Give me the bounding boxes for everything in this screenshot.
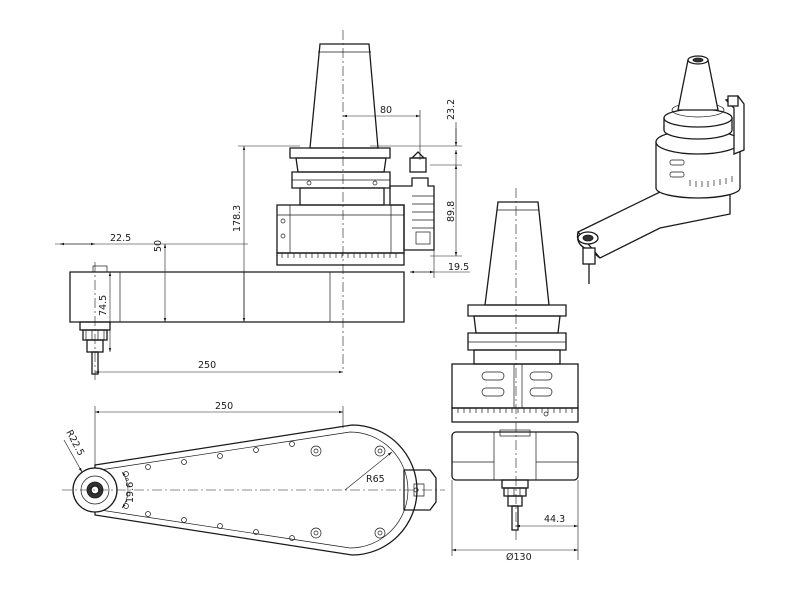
dim-tip-angle: 19.6°	[125, 477, 136, 503]
iso-scale	[689, 176, 733, 187]
dim-reach-top: 250	[215, 401, 233, 412]
front-dimensions: 44.3 Ø130	[451, 480, 579, 563]
front-view	[451, 188, 579, 540]
dim-diameter: Ø130	[506, 552, 532, 563]
dim-side-offset: 19.5	[448, 262, 469, 273]
dim-top-offset: 22.5	[110, 233, 131, 244]
dim-tip-radius: R22.5	[63, 428, 86, 458]
dim-reach-side: 250	[198, 360, 216, 371]
dim-tool-height: 74.5	[98, 295, 109, 316]
dim-block-height: 89.8	[446, 201, 457, 222]
front-scale-ticks	[457, 408, 573, 413]
dim-total-height: 178.3	[232, 205, 243, 232]
side-view	[69, 30, 435, 382]
isometric-view	[576, 55, 745, 284]
dim-body-radius: R65	[366, 474, 385, 485]
top-view	[62, 424, 445, 556]
scale-ticks	[281, 253, 397, 258]
dim-front-offset: 44.3	[544, 514, 565, 525]
side-dimensions: 22.5 50 74.5 178.3 80 23.2 89.8 19.5 2	[55, 99, 470, 374]
dim-top-gap: 23.2	[446, 99, 457, 120]
dim-arm-height: 50	[153, 240, 164, 252]
dim-head-width: 80	[380, 105, 392, 116]
